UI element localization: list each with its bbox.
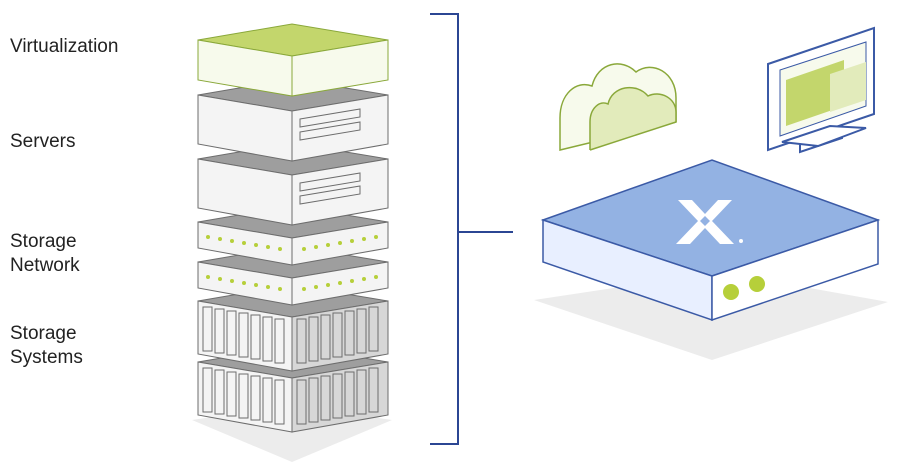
label-servers: Servers <box>10 131 76 152</box>
label-virtualization: Virtualization <box>10 36 119 57</box>
bracket <box>430 13 513 445</box>
status-light-1 <box>723 284 739 300</box>
status-light-2 <box>749 276 765 292</box>
virtualization-layer <box>197 23 389 97</box>
server-unit-2 <box>197 142 389 226</box>
label-storage-systems: Storage Systems <box>10 323 83 368</box>
label-storage-network: Storage Network <box>10 231 80 276</box>
cloud-icon <box>559 63 677 151</box>
nutanix-x-logo <box>676 200 743 244</box>
monitor-icon <box>767 26 875 154</box>
hyperconverged-appliance <box>540 159 881 322</box>
